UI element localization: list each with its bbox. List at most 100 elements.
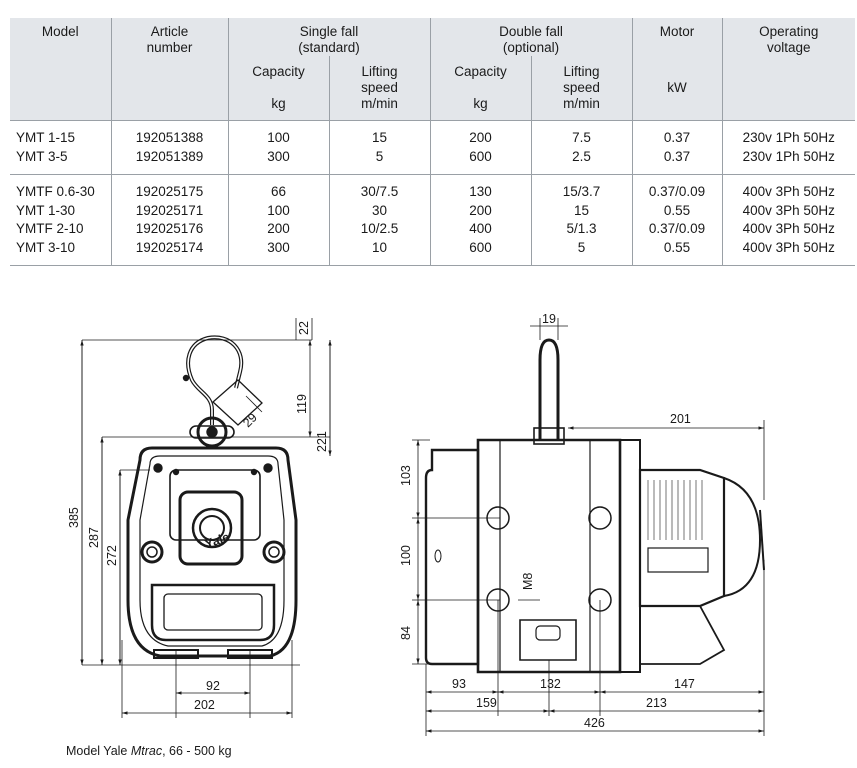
table-cell-article: 192051388 192051389 xyxy=(110,120,228,175)
cell-value: 0.55 xyxy=(663,202,691,218)
dim-221: 221 xyxy=(315,431,329,452)
dim-272: 272 xyxy=(105,545,119,566)
cell-value: 100 xyxy=(267,130,290,145)
cell-value: 0.37/0.09 xyxy=(648,221,706,236)
cell-value: YMT 3-5 xyxy=(16,148,68,164)
dim-385: 385 xyxy=(67,507,81,528)
table-cell-voltage: 230v 1Ph 50Hz 230v 1Ph 50Hz xyxy=(721,120,855,175)
col-single-fall: Single fall(standard) xyxy=(227,18,430,56)
cell-value: 200 xyxy=(267,221,290,236)
cell-value: 300 xyxy=(267,239,290,255)
dim-132: 132 xyxy=(540,677,561,691)
dim-103: 103 xyxy=(399,465,413,486)
cell-value: 230v 1Ph 50Hz xyxy=(742,130,835,145)
dim-202: 202 xyxy=(194,698,215,712)
cell-value: 192025174 xyxy=(135,239,204,255)
cell-value: 0.37 xyxy=(663,130,691,145)
dim-100: 100 xyxy=(399,545,413,566)
cell-value: 130 xyxy=(469,184,492,199)
dim-119: 119 xyxy=(295,394,309,414)
dim-426: 426 xyxy=(584,716,605,730)
cell-value: 10 xyxy=(371,239,388,255)
cell-value: 192025175 xyxy=(135,184,204,199)
table-cell-sf-cap: 66 100 200 300 xyxy=(227,174,329,266)
cell-value: 400v 3Ph 50Hz xyxy=(742,202,835,218)
cell-value: 2.5 xyxy=(572,148,591,164)
cell-value: YMT 1-30 xyxy=(16,202,76,218)
cell-value: 5 xyxy=(375,148,384,164)
table-cell-voltage: 400v 3Ph 50Hz 400v 3Ph 50Hz 400v 3Ph 50Hz 4… xyxy=(721,174,855,266)
dim-84: 84 xyxy=(399,626,413,640)
cell-value: 400 xyxy=(469,221,492,236)
cell-value: YMTF 2-10 xyxy=(16,221,84,236)
col-double-fall: Double fall(optional) xyxy=(429,18,632,56)
cell-value: 0.55 xyxy=(663,239,691,255)
dim-201: 201 xyxy=(670,412,691,426)
table-cell-df-cap: 130 200 400 600 xyxy=(429,174,531,266)
dim-22: 22 xyxy=(297,321,311,335)
dim-92: 92 xyxy=(206,679,220,693)
brand-label: Yale xyxy=(203,530,231,552)
table-cell-df-speed: 15/3.7 15 5/1.3 5 xyxy=(530,174,632,266)
cell-value: 400v 3Ph 50Hz xyxy=(742,239,835,255)
table-cell-article: 192025175 192025171 192025176 192025174 xyxy=(110,174,228,266)
dim-147: 147 xyxy=(674,677,695,691)
cell-value: 7.5 xyxy=(572,130,591,145)
cell-value: 600 xyxy=(469,239,492,255)
side-view-drawing xyxy=(424,338,765,674)
cell-value: 15/3.7 xyxy=(562,184,601,199)
dim-m8: M8 xyxy=(521,573,535,590)
cell-value: 100 xyxy=(267,202,290,218)
cell-value: 200 xyxy=(469,202,492,218)
dim-159: 159 xyxy=(476,696,497,710)
cell-value: 15 xyxy=(573,202,590,218)
dim-29: 29 xyxy=(240,410,260,430)
cell-value: 30/7.5 xyxy=(360,184,399,199)
cell-value: 10/2.5 xyxy=(360,221,399,236)
dim-213: 213 xyxy=(646,696,667,710)
front-view-drawing xyxy=(126,335,298,659)
cell-value: 30 xyxy=(371,202,388,218)
hook xyxy=(182,335,263,448)
dim-287: 287 xyxy=(87,527,101,548)
cell-value: YMT 1-15 xyxy=(16,130,76,145)
cell-value: 192051388 xyxy=(135,130,204,145)
cell-value: 192025176 xyxy=(135,221,204,236)
cell-value: 200 xyxy=(469,130,492,145)
cell-value: 5 xyxy=(577,239,586,255)
table-cell-sf-speed: 30/7.5 30 10/2.5 10 xyxy=(328,174,430,266)
cell-value: 192051389 xyxy=(135,148,204,164)
cell-value: 400v 3Ph 50Hz xyxy=(742,184,835,199)
cell-value: 300 xyxy=(267,148,290,164)
dim-19: 19 xyxy=(542,312,556,326)
hoist-body-outline xyxy=(126,446,298,658)
dim-93: 93 xyxy=(452,677,466,691)
cell-value: 66 xyxy=(270,184,287,199)
cell-value: 192025171 xyxy=(135,202,204,218)
figure-caption: Model Yale Mtrac, 66 - 500 kg xyxy=(66,744,232,758)
cell-value: 15 xyxy=(371,130,388,145)
cell-value: 230v 1Ph 50Hz xyxy=(742,148,835,164)
cell-value: 400v 3Ph 50Hz xyxy=(742,221,835,236)
cell-value: 5/1.3 xyxy=(566,221,597,236)
cell-value: 600 xyxy=(469,148,492,164)
